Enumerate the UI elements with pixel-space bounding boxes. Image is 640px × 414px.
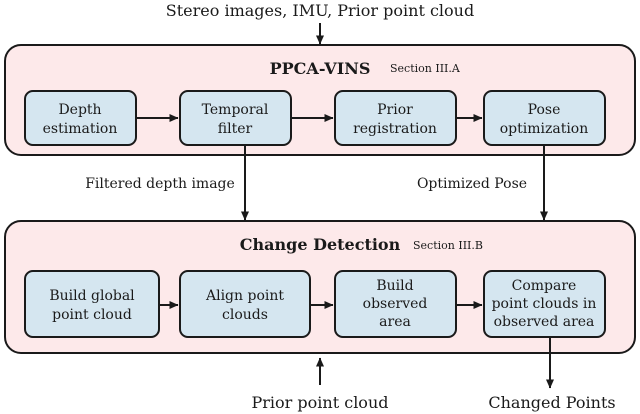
ppca-block-3-line-1: Prior bbox=[377, 102, 413, 118]
ppca-block-temporal-filter: Temporal filter bbox=[179, 90, 292, 146]
ppca-block-2-line-2: filter bbox=[218, 121, 253, 137]
cd-block-build-observed-area: Build observed area bbox=[334, 270, 457, 338]
ppca-block-3-line-2: registration bbox=[353, 121, 437, 137]
bottom-output-label: Changed Points bbox=[488, 393, 615, 412]
top-input-label: Stereo images, IMU, Prior point cloud bbox=[166, 1, 474, 20]
cd-block-align-point-clouds: Align point clouds bbox=[179, 270, 311, 338]
cd-block-1-line-1: Build global bbox=[49, 288, 135, 304]
ppca-vins-title: PPCA-VINS bbox=[270, 59, 371, 78]
cd-block-3-line-1: Build bbox=[376, 278, 413, 294]
ppca-block-prior-registration: Prior registration bbox=[334, 90, 457, 146]
ppca-vins-panel bbox=[4, 44, 636, 156]
cd-block-4-line-3: observed area bbox=[494, 314, 595, 330]
cd-block-build-global-point-cloud: Build global point cloud bbox=[24, 270, 160, 338]
ppca-block-4-line-1: Pose bbox=[528, 102, 561, 118]
bottom-input-label: Prior point cloud bbox=[252, 393, 389, 412]
link-label-filtered-depth: Filtered depth image bbox=[85, 176, 235, 192]
change-detection-panel bbox=[4, 220, 636, 354]
cd-block-2-line-1: Align point bbox=[205, 288, 284, 304]
ppca-block-pose-optimization: Pose optimization bbox=[483, 90, 606, 146]
change-detection-section: Section III.B bbox=[413, 239, 483, 252]
cd-block-4-line-2: point clouds in bbox=[492, 296, 597, 312]
cd-block-compare-point-clouds: Compare point clouds in observed area bbox=[483, 270, 606, 338]
cd-block-3-line-3: area bbox=[379, 314, 411, 330]
ppca-block-1-line-2: estimation bbox=[43, 121, 118, 137]
cd-block-3-line-2: observed bbox=[363, 296, 428, 312]
ppca-block-1-line-1: Depth bbox=[58, 102, 101, 118]
change-detection-title: Change Detection bbox=[240, 235, 401, 254]
ppca-vins-section: Section III.A bbox=[390, 62, 461, 75]
ppca-block-2-line-1: Temporal bbox=[202, 102, 269, 118]
ppca-block-depth-estimation: Depth estimation bbox=[24, 90, 137, 146]
cd-block-2-line-2: clouds bbox=[222, 307, 268, 323]
cd-block-1-line-2: point cloud bbox=[52, 307, 132, 323]
link-label-optimized-pose: Optimized Pose bbox=[417, 176, 527, 192]
ppca-block-4-line-2: optimization bbox=[500, 121, 589, 137]
cd-block-4-line-1: Compare bbox=[512, 278, 577, 294]
